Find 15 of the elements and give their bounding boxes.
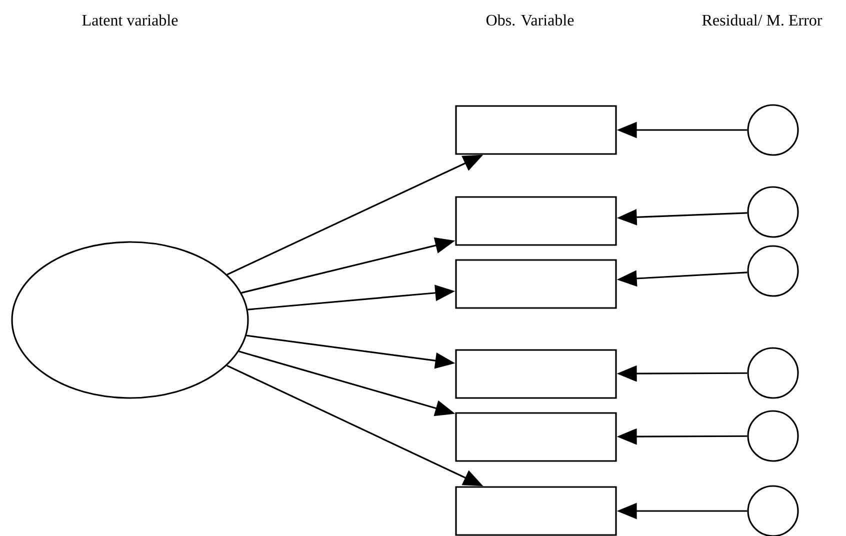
circle-node bbox=[747, 245, 799, 297]
circle-node bbox=[747, 410, 799, 462]
rectangle-box bbox=[455, 486, 617, 536]
column-heading: Residual/ M. Error bbox=[702, 14, 822, 26]
circle-node bbox=[747, 186, 799, 238]
circle-node bbox=[747, 347, 799, 399]
circle-node bbox=[747, 104, 799, 156]
column-heading: Latent variable bbox=[82, 14, 178, 26]
rectangle-box bbox=[455, 259, 617, 309]
ellipse-node bbox=[11, 241, 249, 399]
column-heading: Obs. Variable bbox=[486, 14, 574, 26]
rectangle-box bbox=[455, 105, 617, 155]
rectangle-box bbox=[455, 196, 617, 246]
rectangle-box bbox=[455, 412, 617, 462]
rectangle-box bbox=[455, 349, 617, 399]
